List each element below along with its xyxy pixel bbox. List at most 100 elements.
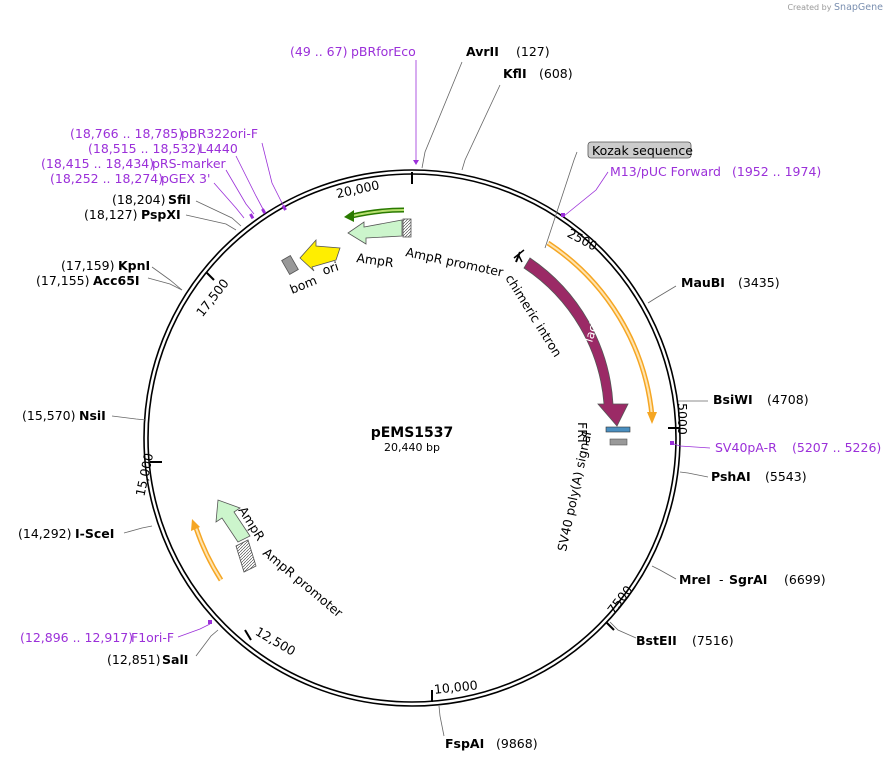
leader-nsii <box>111 415 147 421</box>
leader-kpni <box>151 266 183 291</box>
orf-arc-right-inner <box>547 242 653 417</box>
feature-chimeric-intron-mark <box>513 249 525 263</box>
restriction-sites: AvrII (127) KflI (608) MauBI (3435) BsiW… <box>18 44 826 751</box>
primer-mark-l4440 <box>261 208 267 215</box>
site-i-scei-pos: (14,292) <box>18 526 72 541</box>
feature-lacz-arrow <box>523 257 629 427</box>
primer-f1ori-f-name: F1ori-F <box>131 630 174 645</box>
primer-pgex3-name: pGEX 3' <box>161 171 210 186</box>
tick-label-7500: 7500 <box>604 583 635 617</box>
orf-arc-right <box>546 240 655 417</box>
primer-mark-f1ori-f <box>208 620 212 624</box>
tick-12500 <box>244 629 252 641</box>
primer-m13-name: M13/pUC Forward <box>610 164 721 179</box>
site-nsii-name: NsiI <box>79 408 106 423</box>
site-acc65i-name: Acc65I <box>93 273 140 288</box>
primer-pbr322ori-f-range: (18,766 .. 18,785) <box>70 126 183 141</box>
site-fspai-name: FspAI <box>445 736 484 751</box>
primer-pbrforeco-range: (49 .. 67) <box>290 44 347 59</box>
site-leaders <box>111 61 709 737</box>
site-fspai-pos: (9868) <box>496 736 538 751</box>
primer-m13-range: (1952 .. 1974) <box>732 164 821 179</box>
feature-bom-label: bom <box>288 272 319 296</box>
orf-arc-top-head <box>344 210 354 222</box>
kozak-label-box <box>587 141 692 159</box>
site-pshai-name: PshAI <box>711 469 751 484</box>
tick-17500 <box>205 271 215 281</box>
site-sgrai-name: SgrAI <box>729 572 767 587</box>
leader-sali <box>195 629 219 657</box>
site-bsiwi-pos: (4708) <box>767 392 809 407</box>
credit-brand: SnapGene <box>834 2 883 13</box>
primer-mark-sv40pa-r <box>670 441 674 445</box>
site-kpni-pos: (17,159) <box>61 258 115 273</box>
site-bsteii-pos: (7516) <box>692 633 734 648</box>
primer-l4440-name: L4440 <box>199 141 238 156</box>
leader-pgex3 <box>213 182 245 219</box>
site-kfli-pos: (608) <box>539 66 573 81</box>
site-mrei-pos: (6699) <box>784 572 826 587</box>
primer-mark-m13 <box>561 213 565 217</box>
site-i-scei-name: I-SceI <box>75 526 114 541</box>
leader-f1ori-f <box>177 623 211 638</box>
site-sfii-pos: (18,204) <box>112 192 166 207</box>
site-bsiwi-name: BsiWI <box>713 392 753 407</box>
primer-pbrforeco-name: pBRforEco <box>351 44 416 59</box>
leader-kfli <box>461 84 501 171</box>
site-mrei-name: MreI <box>679 572 711 587</box>
site-kpni-name: KpnI <box>118 258 150 273</box>
site-maubi-pos: (3435) <box>738 275 780 290</box>
primer-mark-pbrforeco <box>413 160 419 165</box>
orf-arc-left-head <box>191 519 200 531</box>
leader-bsteii <box>609 621 637 639</box>
site-avrii-pos: (127) <box>516 44 550 59</box>
site-maubi-name: MauBI <box>681 275 725 290</box>
leader-maubi <box>647 285 677 304</box>
leader-mrei <box>651 565 677 580</box>
site-sali-name: SalI <box>162 652 188 667</box>
orf-arcs <box>191 207 657 582</box>
leader-kozak <box>544 151 578 249</box>
feature-ampr-promoter-bottom-shape <box>235 539 257 573</box>
leader-m13 <box>563 171 609 217</box>
plasmid-length: 20,440 bp <box>384 441 440 454</box>
feature-frt-box <box>605 426 631 433</box>
site-avrii-name: AvrII <box>466 44 499 59</box>
feature-ampr-bottom-arrow <box>215 499 251 543</box>
site-pspxi-pos: (18,127) <box>84 207 138 222</box>
leader-sv40pa-r <box>670 442 711 449</box>
credit-prefix: Created by <box>787 3 832 12</box>
leader-l4440 <box>235 155 265 212</box>
site-pspxi-name: PspXI <box>141 207 181 222</box>
leader-i-scei <box>123 525 153 534</box>
leader-pshai <box>679 471 709 478</box>
primer-mark-pbr322 <box>281 204 287 211</box>
feature-sv40-box <box>609 438 628 446</box>
site-kfli-name: KflI <box>503 66 527 81</box>
site-bsteii-name: BstEII <box>636 633 677 648</box>
feature-ori-label: ori <box>320 259 340 278</box>
feature-sv40-label: SV40 poly(A) signal <box>554 430 594 553</box>
leader-sfii <box>195 200 242 227</box>
orf-arc-left-inner <box>195 527 222 581</box>
primer-mark-prs <box>249 213 255 220</box>
leader-fspai <box>438 705 445 737</box>
feature-ampr-promoter-top-shape <box>402 218 412 238</box>
tick-label-20000: 20,000 <box>335 177 381 201</box>
tick-label-10000: 10,000 <box>433 677 478 696</box>
site-mrei-sep: - <box>719 572 724 587</box>
primer-pgex3-range: (18,252 .. 18,274) <box>50 171 163 186</box>
plasmid-name: pEMS1537 <box>371 425 454 441</box>
feature-frt-label: FRT <box>575 422 590 445</box>
leader-pspxi <box>185 214 237 231</box>
primer-l4440-range: (18,515 .. 18,532) <box>88 141 201 156</box>
primer-f1ori-f-range: (12,896 .. 12,917) <box>20 630 133 645</box>
snapgene-credit: Created by SnapGene <box>787 2 883 13</box>
primer-prs-marker-range: (18,415 .. 18,434) <box>41 156 154 171</box>
primer-prs-marker-name: pRS-marker <box>152 156 227 171</box>
site-sfii-name: SfiI <box>168 192 191 207</box>
tick-label-2500: 2500 <box>565 225 600 253</box>
leader-prs-marker <box>225 169 255 215</box>
primer-pbr322ori-f-name: pBR322ori-F <box>181 126 258 141</box>
